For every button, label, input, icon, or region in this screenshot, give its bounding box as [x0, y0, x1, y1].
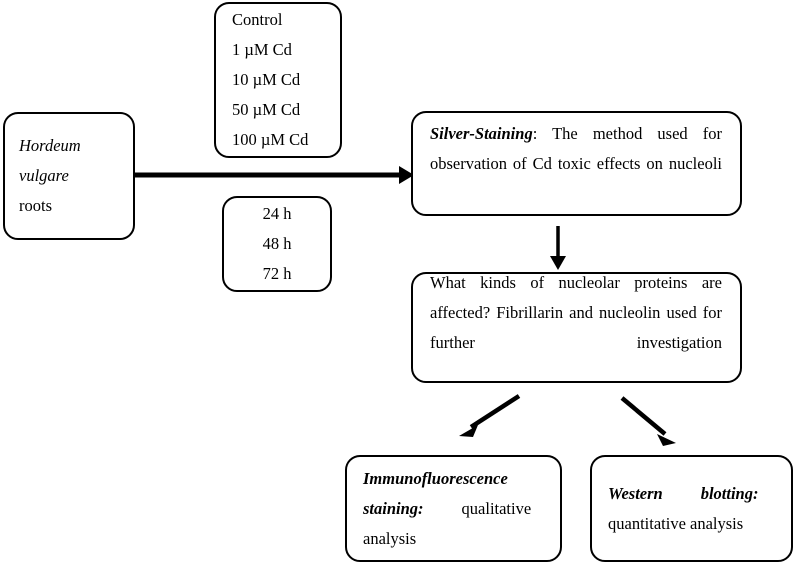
plant-material-box[interactable]: Hordeum vulgare roots: [3, 112, 135, 240]
cd-treatment-item-100um: 100 µM Cd: [232, 130, 309, 149]
exposure-duration-item-24h: 24 h: [262, 204, 292, 223]
nucleolar-protein-question-box[interactable]: What kinds of nucleolar proteins are aff…: [411, 272, 742, 383]
arrow-question-to-immunofluorescence: [459, 394, 521, 437]
exposure-duration-content: 24 h 48 h 72 h: [224, 198, 330, 290]
immunofluorescence-content: Immunofluorescence staining:qualitative …: [347, 457, 560, 560]
plant-material-line-2: vulgare: [19, 166, 69, 185]
western-blotting-box[interactable]: Western blotting: quantitative analysis: [590, 455, 793, 562]
nucleolar-protein-question-content: What kinds of nucleolar proteins are aff…: [413, 273, 740, 381]
arrow-question-to-western-blotting: [620, 396, 676, 446]
western-blotting-label-part2: blotting:: [700, 483, 759, 503]
silver-staining-body: The method used for observation of Cd to…: [430, 123, 722, 173]
western-blotting-content: Western blotting: quantitative analysis: [592, 457, 791, 560]
silver-staining-text: Silver-Staining: The method used for obs…: [430, 119, 722, 209]
silver-staining-box[interactable]: Silver-Staining: The method used for obs…: [411, 111, 742, 216]
nucleolar-protein-question-text: What kinds of nucleolar proteins are aff…: [430, 272, 722, 352]
western-blotting-line-2: quantitative analysis: [608, 513, 744, 533]
immunofluorescence-line-1: Immunofluorescence: [363, 464, 546, 494]
silver-staining-label-suffix: :: [532, 123, 538, 143]
cd-treatment-item-50um: 50 µM Cd: [232, 100, 301, 119]
plant-material-content: Hordeum vulgare roots: [5, 114, 133, 238]
cd-treatment-item-10um: 10 µM Cd: [232, 70, 301, 89]
immunofluorescence-box[interactable]: Immunofluorescence staining:qualitative …: [345, 455, 562, 562]
plant-material-line-1: Hordeum: [19, 136, 81, 155]
immunofluorescence-label-line2: staining:: [363, 498, 424, 518]
cd-treatment-item-1um: 1 µM Cd: [232, 40, 292, 59]
immunofluorescence-line-3: analysis: [363, 528, 417, 548]
exposure-duration-item-48h: 48 h: [262, 234, 292, 253]
silver-staining-label: Silver-Staining: [430, 123, 533, 143]
cd-treatment-content: Control 1 µM Cd 10 µM Cd 50 µM Cd 100 µM…: [216, 4, 340, 156]
immunofluorescence-line-2: staining: qualitative: [363, 494, 546, 524]
silver-staining-content: Silver-Staining: The method used for obs…: [413, 113, 740, 214]
plant-material-line-3: roots: [19, 196, 52, 215]
western-blotting-label-part1: Western: [608, 483, 663, 503]
arrow-silver-staining-to-question: [550, 226, 566, 270]
immunofluorescence-body-inline: qualitative: [461, 498, 532, 518]
cd-treatment-item-control: Control: [232, 10, 283, 29]
exposure-duration-box[interactable]: 24 h 48 h 72 h: [222, 196, 332, 292]
exposure-duration-item-72h: 72 h: [262, 264, 292, 283]
western-blotting-line-1: Western blotting:: [608, 479, 777, 509]
arrow-roots-to-silver-staining: [134, 166, 414, 184]
immunofluorescence-label-line1: Immunofluorescence: [363, 468, 508, 488]
cd-treatment-box[interactable]: Control 1 µM Cd 10 µM Cd 50 µM Cd 100 µM…: [214, 2, 342, 158]
